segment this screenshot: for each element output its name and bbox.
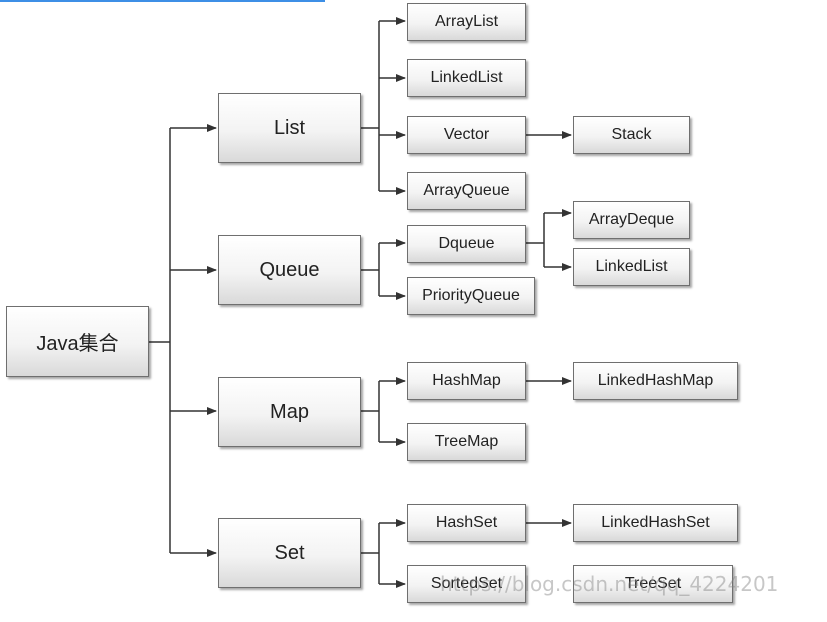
node-linkedlist-deque: LinkedList [573,248,690,286]
node-queue: Queue [218,235,361,305]
node-treeset: TreeSet [573,565,733,603]
node-hashmap: HashMap [407,362,526,400]
node-stack: Stack [573,116,690,154]
node-linkedhashset: LinkedHashSet [573,504,738,542]
node-dqueue: Dqueue [407,225,526,263]
node-linkedhashmap: LinkedHashMap [573,362,738,400]
node-map: Map [218,377,361,447]
node-sortedset: SortedSet [407,565,526,603]
node-set: Set [218,518,361,588]
node-java-collections: Java集合 [6,306,149,377]
node-vector: Vector [407,116,526,154]
node-treemap: TreeMap [407,423,526,461]
node-priorityqueue: PriorityQueue [407,277,535,315]
top-accent-bar [0,0,325,2]
node-arraylist: ArrayList [407,3,526,41]
node-linkedlist: LinkedList [407,59,526,97]
node-arrayqueue: ArrayQueue [407,172,526,210]
node-arraydeque: ArrayDeque [573,201,690,239]
node-hashset: HashSet [407,504,526,542]
watermark-text: https://blog.csdn.net/qq_4224201 [440,572,779,596]
node-list: List [218,93,361,163]
